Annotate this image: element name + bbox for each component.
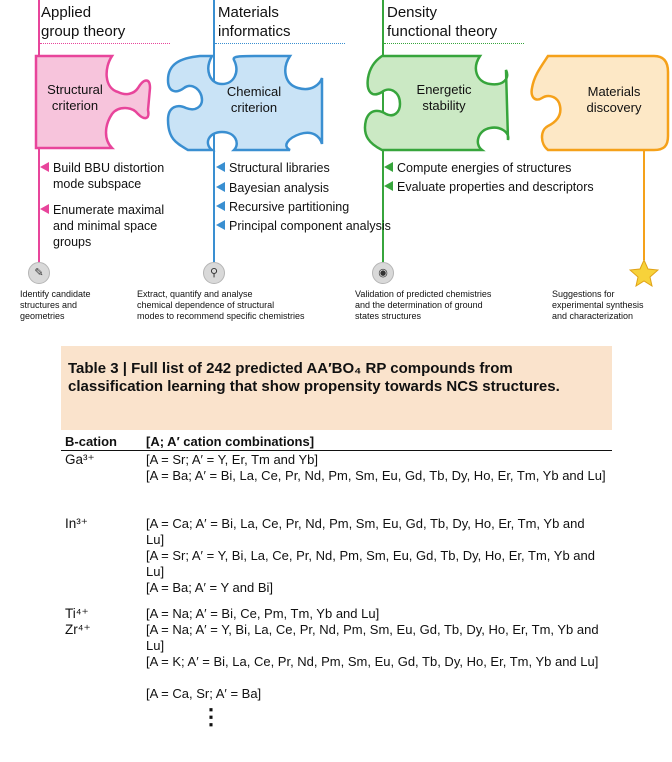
piece-label-chemical: Chemical criterion [226,84,282,115]
table-cell-combo: [A = Ca; A′ = Bi, La, Ce, Pr, Nd, Pm, Sm… [146,516,585,547]
list-item-compute-energies: Compute energies of structures [384,160,571,176]
edit-icon: ✎ [28,262,50,284]
table-cell-combo: [A = Sr; A′ = Y, Bi, La, Ce, Pr, Nd, Pm,… [146,548,595,579]
table-cell-combo: [A = Ba; A′ = Y and Bi] [146,580,273,595]
column-header-combinations: [A; A′ cation combinations] [146,434,315,449]
table-cell-combo: [A = Sr; A′ = Y, Er, Tm and Yb] [146,452,319,467]
piece-label-energetic: Energetic stability [416,82,472,113]
column-title-materials-informatics: Materials informatics [218,4,291,40]
puzzle-piece-energetic [363,54,510,152]
puzzle-piece-discovery [530,54,670,152]
list-item-evaluate-properties: Evaluate properties and descriptors [384,179,594,195]
list-item-pca: Principal component analysis [216,218,391,234]
piece-label-discovery: Materials discovery [586,84,642,115]
caption-validation: Validation of predicted chemistries and … [355,289,492,321]
column-title-dft: Density functional theory [387,4,498,40]
list-item-bayesian: Bayesian analysis [216,180,329,196]
table-cell-cation: Ga³⁺ [65,452,95,467]
search-icon: ⚲ [203,262,225,284]
column-title-group-theory: Applied group theory [41,4,126,40]
table-cell-combo: [A = Na; A′ = Y, Bi, La, Ce, Pr, Nd, Pm,… [146,622,599,653]
list-item-structural-libraries: Structural libraries [216,160,330,176]
star-icon [629,259,659,287]
list-item-bbu: Build BBU distortion mode subspace [40,160,164,192]
column-header-bcation: B-cation [65,434,117,449]
table-header: Table 3 | Full list of 242 predicted AA′… [61,346,612,430]
title-underline-dft [384,43,524,44]
table-cell-combo: [A = K; A′ = Bi, La, Ce, Pr, Nd, Pm, Sm,… [146,654,599,669]
list-item-enumerate: Enumerate maximal and minimal space grou… [40,202,164,250]
title-underline-group [40,43,170,44]
table-rule [61,450,612,451]
globe-icon: ◉ [372,262,394,284]
table-cell-cation: Ti⁴⁺ Zr⁴⁺ [65,606,91,637]
puzzle-graphic [34,54,670,152]
list-item-recursive: Recursive partitioning [216,199,349,215]
table-cell-combo: [A = Ba; A′ = Bi, La, Ce, Pr, Nd, Pm, Sm… [146,468,606,483]
continuation-ellipsis: ⋮ [200,704,222,729]
puzzle-piece-chemical [166,54,324,152]
caption-identify: Identify candidate structures and geomet… [20,289,91,321]
title-underline-informatics [215,43,345,44]
puzzle-piece-structural [34,54,152,150]
piece-label-structural: Structural criterion [47,82,103,113]
caption-extract: Extract, quantify and analyse chemical d… [137,289,305,321]
timeline-discovery [643,150,645,260]
table-cell-cation: In³⁺ [65,516,88,531]
table-cell-combo: [A = Na; A′ = Bi, Ce, Pm, Tm, Yb and Lu] [146,606,380,621]
results-table: Table 3 | Full list of 242 predicted AA′… [61,346,612,713]
table-cell-combo: [A = Ca, Sr; A′ = Ba] [146,686,262,701]
caption-suggestions: Suggestions for experimental synthesis a… [552,289,644,321]
table-title: Table 3 | Full list of 242 predicted AA′… [68,360,560,395]
